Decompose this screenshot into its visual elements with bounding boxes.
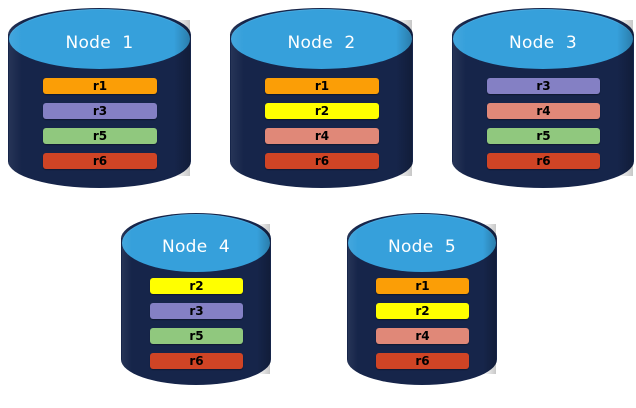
replica-label: r5 (536, 129, 551, 143)
replica-bar[interactable]: r5 (487, 128, 600, 144)
replica-label: r4 (415, 329, 430, 343)
replica-label: r4 (536, 104, 551, 118)
database-node-cylinder[interactable]: Node 4 r2 r3 r5 r6 (122, 214, 270, 384)
replica-label: r5 (92, 129, 108, 143)
replica-label: r3 (536, 79, 551, 93)
replica-list: r1 r2 r4 r6 (376, 278, 469, 369)
replica-bar[interactable]: r5 (150, 328, 243, 344)
database-node-cylinder[interactable]: Node 2 r1 r2 r4 r6 (231, 9, 412, 187)
replica-bar[interactable]: r6 (487, 153, 600, 169)
replica-label: r2 (415, 304, 430, 318)
replica-label: r2 (189, 279, 204, 293)
cylinder-top-ellipse (9, 9, 190, 69)
replica-bar[interactable]: r4 (487, 103, 600, 119)
replica-bar[interactable]: r5 (43, 128, 157, 144)
replica-label: r1 (415, 279, 430, 293)
cylinder-top-ellipse (453, 9, 633, 69)
replica-bar[interactable]: r1 (376, 278, 469, 294)
replica-bar[interactable]: r2 (376, 303, 469, 319)
replica-label: r6 (314, 154, 330, 168)
replica-list: r1 r2 r4 r6 (265, 78, 379, 169)
replica-bar[interactable]: r2 (150, 278, 243, 294)
node-label: Node 3 (508, 33, 578, 53)
replica-label: r3 (92, 104, 108, 118)
replica-bar[interactable]: r2 (265, 103, 379, 119)
replica-label: r4 (314, 129, 330, 143)
replica-bar[interactable]: r3 (487, 78, 600, 94)
replica-label: r1 (92, 79, 108, 93)
replica-list: r3 r4 r5 r6 (487, 78, 600, 169)
database-node-cylinder[interactable]: Node 1 r1 r3 r5 r6 (9, 9, 190, 187)
replica-list: r1 r3 r5 r6 (43, 78, 157, 169)
replica-label: r2 (314, 104, 330, 118)
replica-bar[interactable]: r6 (376, 353, 469, 369)
replica-list: r2 r3 r5 r6 (150, 278, 243, 369)
database-node-cylinder[interactable]: Node 3 r3 r4 r5 r6 (453, 9, 633, 187)
replica-label: r6 (415, 354, 430, 368)
replica-label: r1 (314, 79, 330, 93)
replica-bar[interactable]: r4 (265, 128, 379, 144)
replica-label: r6 (189, 354, 204, 368)
replica-bar[interactable]: r6 (265, 153, 379, 169)
replica-label: r5 (189, 329, 204, 343)
node-label: Node 5 (387, 237, 457, 257)
replica-label: r3 (189, 304, 204, 318)
node-label: Node 4 (161, 237, 231, 257)
node-label: Node 1 (65, 33, 134, 53)
replica-label: r6 (536, 154, 551, 168)
cylinder-top-ellipse (231, 9, 412, 69)
node-label: Node 2 (287, 33, 356, 53)
replica-bar[interactable]: r6 (43, 153, 157, 169)
database-node-cylinder[interactable]: Node 5 r1 r2 r4 r6 (348, 214, 496, 384)
replica-bar[interactable]: r4 (376, 328, 469, 344)
replica-bar[interactable]: r1 (265, 78, 379, 94)
replica-bar[interactable]: r3 (43, 103, 157, 119)
replica-bar[interactable]: r6 (150, 353, 243, 369)
replica-bar[interactable]: r1 (43, 78, 157, 94)
cylinder-top-ellipse (122, 214, 270, 272)
replica-label: r6 (92, 154, 108, 168)
replica-bar[interactable]: r3 (150, 303, 243, 319)
cylinder-top-ellipse (348, 214, 496, 272)
